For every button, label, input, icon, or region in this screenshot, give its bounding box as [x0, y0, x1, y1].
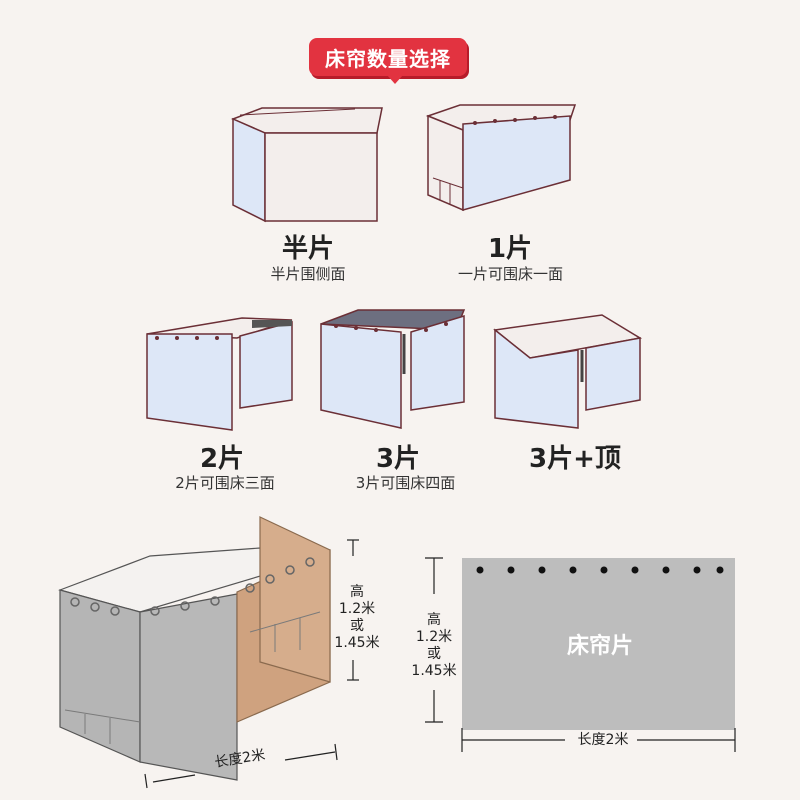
curtain-panel-label: 床帘片	[566, 634, 633, 659]
three-panel-top-illustration	[493, 314, 643, 429]
three-panel-illustration	[320, 309, 466, 429]
option-caption-half: 半片围侧面	[270, 265, 346, 283]
option-title-half: 半片	[281, 234, 334, 264]
panel-or-label: 或	[427, 646, 441, 662]
option-caption-one: 一片可围床一面	[457, 265, 563, 283]
option-caption-three: 3片可围床四面	[355, 474, 456, 492]
or-label: 或	[350, 618, 364, 634]
height-value-2: 1.45米	[334, 635, 380, 651]
option-title-one: 1片	[487, 234, 533, 264]
one-panel-illustration	[425, 104, 577, 212]
curtain-panel-illustration	[425, 557, 736, 752]
option-title-three: 3片	[375, 444, 421, 474]
two-panel-illustration	[146, 317, 293, 431]
option-title-two: 2片	[199, 444, 245, 474]
panel-height-value-2: 1.45米	[411, 663, 457, 679]
panel-height-dimension-label: 高 1.2米 或 1.45米	[405, 612, 463, 680]
option-caption-two: 2片可围床三面	[175, 474, 275, 492]
height-value-1: 1.2米	[338, 601, 376, 617]
height-label: 高	[350, 584, 364, 600]
bed-curtain-illustration	[58, 516, 359, 789]
panel-height-value-1: 1.2米	[415, 629, 453, 645]
section-title: 床帘数量选择	[325, 46, 451, 71]
height-dimension-label: 高 1.2米 或 1.45米	[332, 584, 382, 652]
panel-length-dimension-label: 长度2米	[577, 732, 629, 748]
section-title-badge: 床帘数量选择	[309, 38, 467, 84]
half-panel-illustration	[231, 107, 383, 223]
option-title-three-top: 3片+顶	[529, 444, 621, 474]
panel-height-label: 高	[427, 612, 441, 628]
